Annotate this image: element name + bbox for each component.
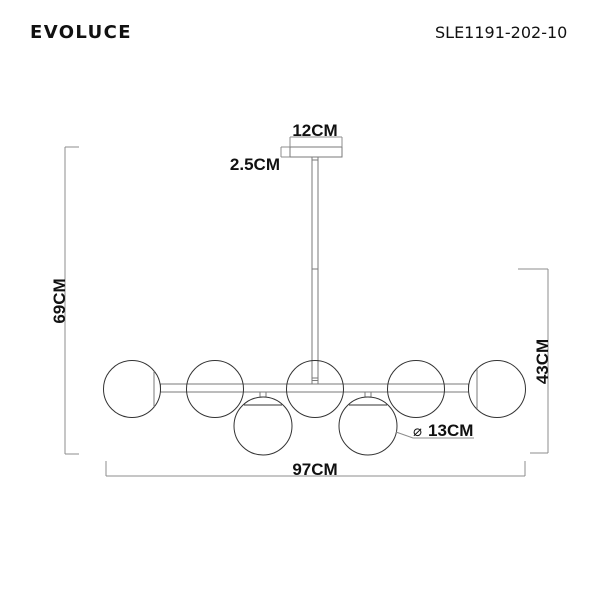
total-height-dimension: 69CM <box>50 146 79 455</box>
globe-shade <box>186 360 244 418</box>
lower-shades <box>233 391 398 456</box>
brand-name: EVOLUCE <box>30 22 132 43</box>
horizontal-bar <box>160 383 469 393</box>
diameter-icon: ⌀ <box>413 422 422 440</box>
globe-shade <box>387 360 445 418</box>
canopy-height-label: 2.5CM <box>230 155 280 174</box>
svg-text:⌀ 13CM: ⌀ 13CM <box>413 421 473 440</box>
upper-shades <box>103 360 526 418</box>
fixture-height-dimension: 43CM <box>518 268 552 454</box>
shade-diameter-label: 13CM <box>428 421 473 440</box>
total-height-label: 69CM <box>50 278 69 323</box>
globe-shade <box>233 396 293 456</box>
globe-shade <box>103 360 161 418</box>
canopy-height-dimension: 2.5CM <box>230 146 290 174</box>
canopy-width-dimension: 12CM <box>289 121 343 147</box>
down-rod <box>311 156 319 385</box>
globe-shade <box>286 360 344 418</box>
total-width-dimension: 97CM <box>105 460 526 479</box>
shade-diameter-callout: ⌀ 13CM <box>395 421 474 440</box>
globe-shade <box>338 396 398 456</box>
canopy-width-label: 12CM <box>292 121 337 140</box>
fixture-height-label: 43CM <box>533 339 552 384</box>
model-number: SLE1191-202-10 <box>435 23 568 42</box>
canopy <box>289 146 343 158</box>
total-width-label: 97CM <box>292 460 337 479</box>
globe-shade <box>468 360 526 418</box>
